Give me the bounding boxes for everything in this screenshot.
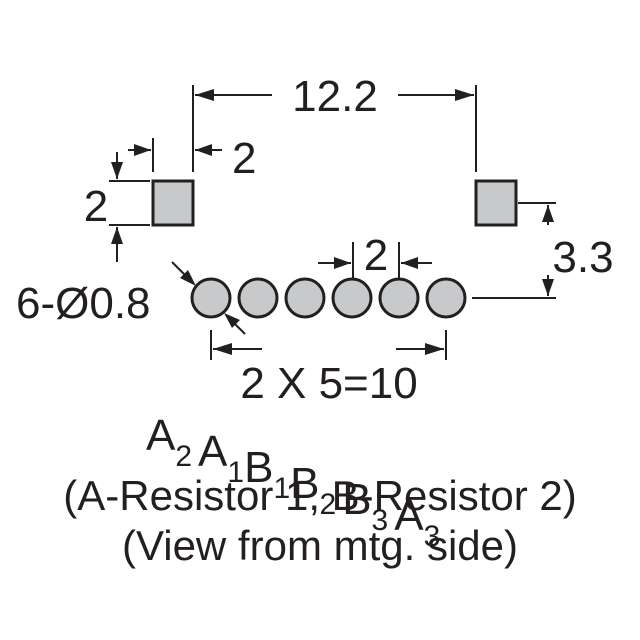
arrowhead-span-left [213,343,232,355]
pin-hole-5 [378,277,420,319]
pad-spacing-label: 12.2 [292,72,378,121]
mounting-pad-right [474,179,518,227]
pin-label-index: 2 [175,440,192,473]
pad-spacing-dimension: 12.2 [192,72,477,172]
pin-hole-4 [331,277,373,319]
pin-label-index: 3 [424,520,441,553]
pin-label-letter: A [198,427,228,476]
arrowhead-span-right [425,343,444,355]
view-note: (View from mtg. side) [122,522,518,569]
pin-label-letter: B [342,475,371,524]
pad-height-dimension: 2 [84,152,150,262]
arrowhead-hole-bottom [224,313,240,328]
resistor-legend: (A-Resistor 1, B-Resistor 2) [63,472,576,519]
arrowhead-pitch-right [401,257,418,269]
mounting-pad-left [151,179,195,227]
arrowhead-pitch-left [334,257,351,269]
arrowhead-offset-bottom [542,279,554,296]
pin-hole-6 [425,277,467,319]
arrowhead-right [455,89,474,101]
arrowhead-pad-height-bottom [111,227,123,244]
pin-pitch-label: 2 [364,231,388,280]
pin-hole-2 [237,277,279,319]
pad-height-label: 2 [84,182,108,231]
pin-span-dimension: 2 X 5=10 [210,330,447,408]
pad-to-pin-offset-label: 3.3 [552,233,613,282]
pin-hole-1 [190,277,232,319]
pin-label-index: 2 [320,488,337,521]
pin-hole-3 [284,277,326,319]
hole-spec-callout: 6-Ø0.8 [16,261,246,335]
arrowhead-hole-top [180,270,196,286]
pad-width-label: 2 [232,134,256,183]
pad-to-pin-offset-dimension: 3.3 [472,202,614,299]
arrowhead-pad-width-left [134,144,151,156]
arrowhead-left [195,89,214,101]
pin-span-label: 2 X 5=10 [240,359,417,408]
pin-label-letter: B [244,443,273,492]
pin-label-letter: A [394,491,424,540]
pad-width-dimension: 2 [128,134,256,183]
pin-label-letter: A [146,411,176,460]
arrowhead-pad-width-right [195,144,212,156]
pin-label-letter: B [290,459,319,508]
pin-row [190,277,467,319]
hole-spec-label: 6-Ø0.8 [16,279,151,328]
pin-label-index: 1 [227,456,244,489]
pin-label-index: 3 [372,504,389,537]
arrowhead-pad-height-top [111,162,123,179]
pin-pitch-dimension: 2 [318,231,432,280]
arrowhead-offset-top [542,205,554,222]
pin-label-index: 1 [273,472,290,505]
